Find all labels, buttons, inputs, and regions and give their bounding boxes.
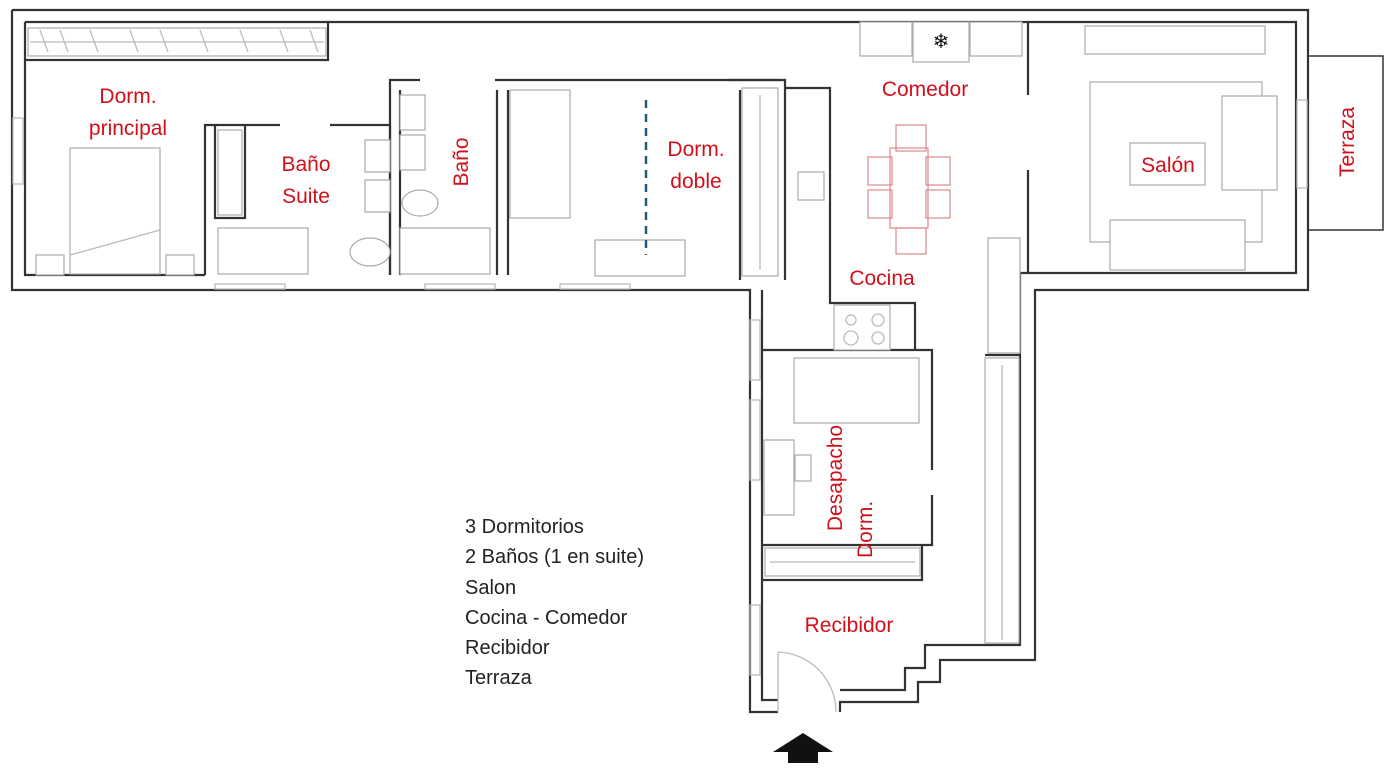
summary-item: 3 Dormitorios bbox=[465, 516, 584, 538]
summary-item: Recibidor bbox=[465, 637, 550, 660]
summary-item: Terraza bbox=[465, 667, 532, 690]
dining-table bbox=[867, 124, 951, 255]
label-line: doble bbox=[670, 170, 722, 193]
label-line: Baño bbox=[281, 153, 331, 176]
snowflake-icon: ❄ bbox=[933, 31, 950, 53]
label-bano: Baño bbox=[450, 137, 473, 187]
terraza-area bbox=[1307, 55, 1384, 231]
label-line: principal bbox=[88, 117, 168, 140]
label-line: Desapacho bbox=[824, 424, 847, 532]
label-recibidor: Recibidor bbox=[804, 614, 894, 637]
label-line: Dorm. bbox=[667, 138, 725, 161]
entrance-arrow-icon bbox=[773, 733, 833, 763]
label-salon: Salón bbox=[1141, 154, 1195, 177]
label-comedor: Comedor bbox=[881, 78, 969, 101]
summary-item: Cocina - Comedor bbox=[465, 606, 628, 629]
windows bbox=[12, 99, 1308, 676]
outer-walls bbox=[10, 8, 1310, 714]
label-cocina: Cocina bbox=[849, 267, 915, 290]
label-dorm-doble: Dorm. doble bbox=[646, 134, 746, 198]
wardrobes bbox=[27, 27, 1020, 644]
label-dorm-principal: Dorm. principal bbox=[58, 81, 198, 145]
summary-item: Salon bbox=[465, 576, 517, 599]
summary-list: 3 Dormitorios 2 Baños (1 en suite) Salon… bbox=[465, 512, 644, 694]
label-bano-suite: Baño Suite bbox=[256, 149, 356, 213]
label-line: Dorm. bbox=[99, 85, 157, 108]
summary-item: 2 Baños (1 en suite) bbox=[465, 546, 644, 569]
label-terraza: Terraza bbox=[1336, 106, 1359, 178]
furniture bbox=[35, 21, 1278, 713]
label-dorm-desapacho: Desapacho Dorm. bbox=[821, 398, 881, 558]
label-line: Suite bbox=[282, 185, 330, 208]
label-line: Dorm. bbox=[854, 500, 877, 558]
